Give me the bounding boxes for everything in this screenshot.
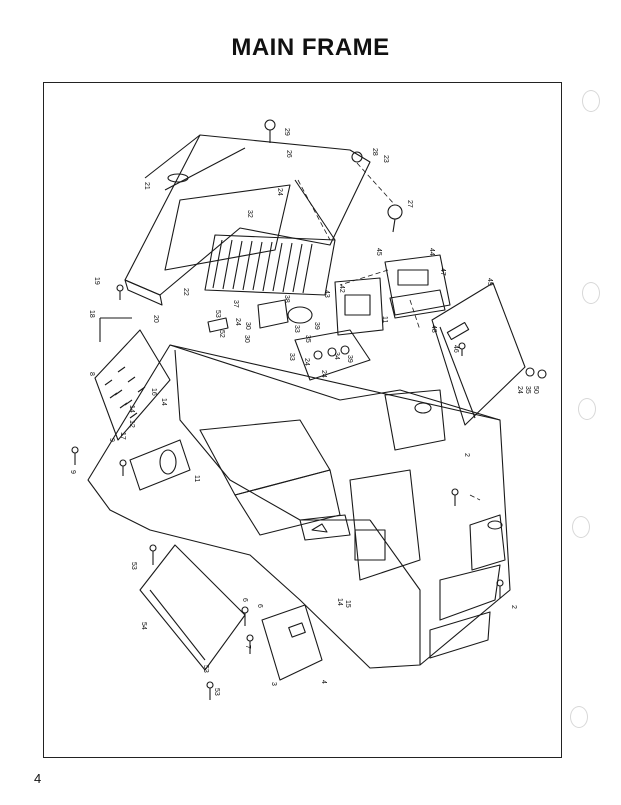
hardware-parts [71,119,547,700]
callout-label: 24 [320,370,327,378]
callout-label: 16 [150,388,157,396]
callout-label: 37 [232,300,239,308]
callout-label: 35 [524,386,531,394]
callout-label: 9 [108,438,115,442]
callout-label: 26 [285,150,292,158]
callout-label: 54 [140,622,147,630]
callout-label: 33 [288,353,295,361]
callout-label: 27 [406,200,413,208]
callout-label: 11 [193,475,200,482]
callout-label: 20 [152,315,159,323]
callout-label: 7 [244,645,251,649]
callout-label: 46 [452,345,459,353]
binder-hole [582,282,600,304]
callout-label: 39 [346,355,353,363]
binder-hole [582,90,600,112]
grille [204,234,336,296]
callout-label: 48 [430,325,437,333]
callout-label: 53 [213,688,220,696]
callout-label: 14 [128,405,135,413]
callout-label: 32 [246,210,253,218]
callout-labels: 29 26 28 23 27 21 24 32 22 45 44 47 49 1… [69,128,539,696]
callout-label: 24 [234,318,241,326]
callout-label: 30 [244,322,251,330]
callout-label: 14 [336,598,343,606]
callout-label: 6 [241,598,248,602]
page-title: MAIN FRAME [231,34,390,61]
callout-label: 52 [218,330,225,338]
callout-label: 12 [128,420,135,428]
callout-label: 28 [371,148,378,156]
callout-label: 22 [182,288,189,296]
main-chassis [87,344,511,669]
callout-label: 21 [143,182,150,190]
callout-label: 53 [202,665,209,673]
callout-label: 24 [276,188,283,196]
callout-label: 39 [313,322,320,330]
callout-label: 53 [214,310,221,318]
bottom-panel [139,544,246,671]
control-box [294,254,451,381]
callout-label: 9 [69,470,76,474]
callout-label: 6 [256,604,263,608]
callout-label: 2 [463,453,470,457]
callout-label: 2 [510,605,517,609]
callout-label: 11 [381,316,388,323]
callout-label: 34 [333,352,340,360]
callout-label: 50 [532,386,539,394]
callout-label: 38 [283,295,290,303]
callout-label: 35 [304,335,311,343]
left-vent-panel [94,329,171,441]
binder-hole [572,516,590,538]
callout-label: 24 [303,358,310,366]
callout-label: 30 [243,335,250,343]
callout-label: 17 [119,432,126,440]
callout-label: 42 [338,285,345,293]
bracket-assembly [261,604,323,681]
callout-label: 43 [323,290,330,298]
callout-label: 44 [428,248,435,256]
callout-label: 8 [88,372,95,376]
callout-label: 23 [382,155,389,163]
callout-label: 45 [375,248,382,256]
right-side-panel [431,282,526,426]
callout-label: 49 [486,278,493,286]
binder-hole [578,398,596,420]
callout-label: 18 [88,310,95,318]
callout-label: 29 [283,128,290,136]
binder-hole [570,706,588,728]
hood-cover [124,134,371,306]
callout-label: 3 [270,682,277,686]
page-number: 4 [34,771,42,786]
assembly-lines [297,162,481,501]
callout-label: 19 [93,277,100,285]
illustration-frame [43,82,562,758]
callout-label: 33 [293,325,300,333]
callout-label: 14 [160,398,167,406]
callout-label: 24 [516,386,523,394]
callout-label: 4 [320,680,327,684]
callout-label: 47 [439,268,446,276]
callout-label: 53 [130,562,137,570]
callout-label: 15 [344,600,351,608]
